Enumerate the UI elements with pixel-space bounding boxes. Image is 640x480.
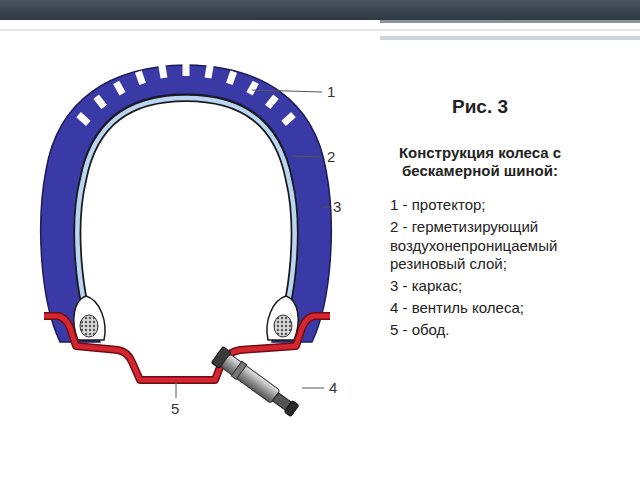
tread-groove bbox=[158, 65, 167, 79]
tread-groove bbox=[281, 112, 295, 126]
figure-title: Рис. 3 bbox=[452, 96, 508, 118]
tread-groove bbox=[93, 95, 107, 110]
callout-number: 1 bbox=[327, 83, 335, 100]
tread-groove bbox=[113, 81, 125, 96]
bead-wire bbox=[80, 315, 98, 337]
tread-groove bbox=[76, 112, 90, 126]
leader-line bbox=[292, 156, 322, 157]
tire-tread bbox=[41, 65, 332, 342]
figure-caption: Конструкция колеса с бескамерной шиной: bbox=[380, 144, 580, 180]
bead-left bbox=[74, 296, 105, 340]
tread-groove bbox=[205, 65, 214, 79]
leader-line bbox=[322, 207, 330, 208]
valve bbox=[211, 346, 300, 419]
rim bbox=[44, 316, 330, 380]
valve-cap bbox=[284, 401, 299, 417]
tread-groove bbox=[265, 95, 279, 110]
leader-line bbox=[302, 388, 324, 389]
header-bar bbox=[0, 0, 640, 20]
legend-text: 5 - обод. bbox=[390, 321, 625, 340]
tread-groove bbox=[226, 71, 237, 86]
valve-ring bbox=[231, 361, 246, 379]
bead-right bbox=[267, 296, 298, 340]
legend-text: 3 - каркас; bbox=[390, 277, 625, 296]
rim-outline bbox=[44, 316, 330, 380]
leader-line bbox=[176, 381, 177, 398]
legend-text: 4 - вентиль колеса; bbox=[390, 299, 625, 318]
callout-number: 3 bbox=[333, 198, 341, 215]
tread-groove bbox=[135, 71, 146, 86]
header-rule bbox=[380, 36, 640, 40]
header-rule bbox=[0, 30, 640, 31]
carcass-layer bbox=[77, 98, 294, 336]
tread-groove bbox=[183, 63, 190, 76]
bead-wire bbox=[274, 315, 292, 337]
legend-text: 1 - протектор; bbox=[390, 196, 625, 215]
legend-text: 2 - герметизирующий воздухонепроницаемый… bbox=[390, 218, 625, 274]
leader-line bbox=[252, 90, 322, 92]
tread-groove bbox=[246, 81, 258, 96]
sealing-layer bbox=[77, 98, 294, 336]
header-rule bbox=[380, 20, 640, 23]
valve-body bbox=[221, 354, 281, 403]
callout-number: 5 bbox=[171, 400, 179, 417]
callout-number: 2 bbox=[327, 148, 335, 165]
callout-number: 4 bbox=[329, 379, 337, 396]
